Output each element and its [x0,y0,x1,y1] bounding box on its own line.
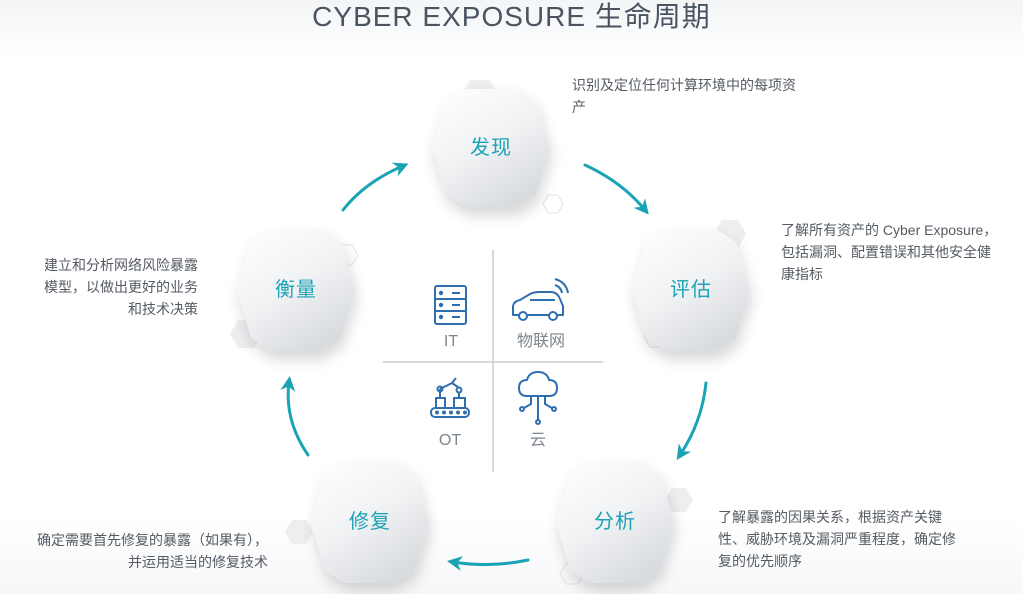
stage-label-assess: 评估 [670,279,712,301]
description-line: 性、威胁环境及漏洞严重程度，确定修 [718,531,956,547]
hexagon-assess [632,229,750,351]
stage-label-analyze: 分析 [594,511,636,533]
server-icon [434,285,467,325]
description-line: 模型，以做出更好的业务 [44,279,198,295]
description-line: 包括漏洞、配置错误和其他安全健 [781,244,991,260]
stage-label-measure: 衡量 [275,279,317,301]
connected-car-icon [512,278,569,321]
arrow-discover-to-assess [583,163,649,215]
description-assess: 了解所有资产的 Cyber Exposure， 包括漏洞、配置错误和其他安全健 … [781,219,1021,285]
description-line: 产 [572,99,586,115]
description-fix: 确定需要首先修复的暴露（如果有）， 并运用适当的修复技术 [6,529,268,573]
description-discover: 识别及定位任何计算环境中的每项资 产 [572,74,832,118]
cloud-network-icon [518,371,558,425]
cycle-arrows [280,162,708,571]
quadrant-label-it: IT [443,333,459,350]
description-line: 确定需要首先修复的暴露（如果有）， [37,532,268,548]
page-title: CYBER EXPOSURE 生命周期 [312,1,711,32]
hexagon-measure [237,229,355,351]
description-line: 和技术决策 [128,301,198,317]
hexagon-discover [432,89,550,207]
arrow-fix-to-measure [280,376,310,457]
quadrant-label-ot: OT [438,432,462,449]
arrow-assess-to-analyze [676,381,708,460]
stage-label-discover: 发现 [470,137,512,159]
center-divider [383,250,603,472]
description-line: 康指标 [781,266,823,282]
stage-label-fix: 修复 [349,511,391,533]
description-line: 了解暴露的因果关系，根据资产关键 [718,509,942,525]
description-line: 建立和分析网络风险暴露 [44,257,198,273]
hexagon-fix [311,461,429,583]
arrow-measure-to-discover [341,162,409,212]
quadrant-label-cloud: 云 [529,432,546,449]
arrow-analyze-to-fix [447,556,530,571]
description-measure: 建立和分析网络风险暴露 模型，以做出更好的业务 和技术决策 [26,254,198,320]
description-line: 了解所有资产的 Cyber Exposure， [781,222,998,238]
description-line: 复的优先顺序 [718,553,802,569]
description-analyze: 了解暴露的因果关系，根据资产关键 性、威胁环境及漏洞严重程度，确定修 复的优先顺… [718,506,1018,572]
description-line: 并运用适当的修复技术 [128,554,268,570]
quadrant-label-iot: 物联网 [516,333,565,350]
robot-arm-icon [430,377,470,418]
hexagon-analyze [556,461,674,583]
description-line: 识别及定位任何计算环境中的每项资 [572,77,796,93]
